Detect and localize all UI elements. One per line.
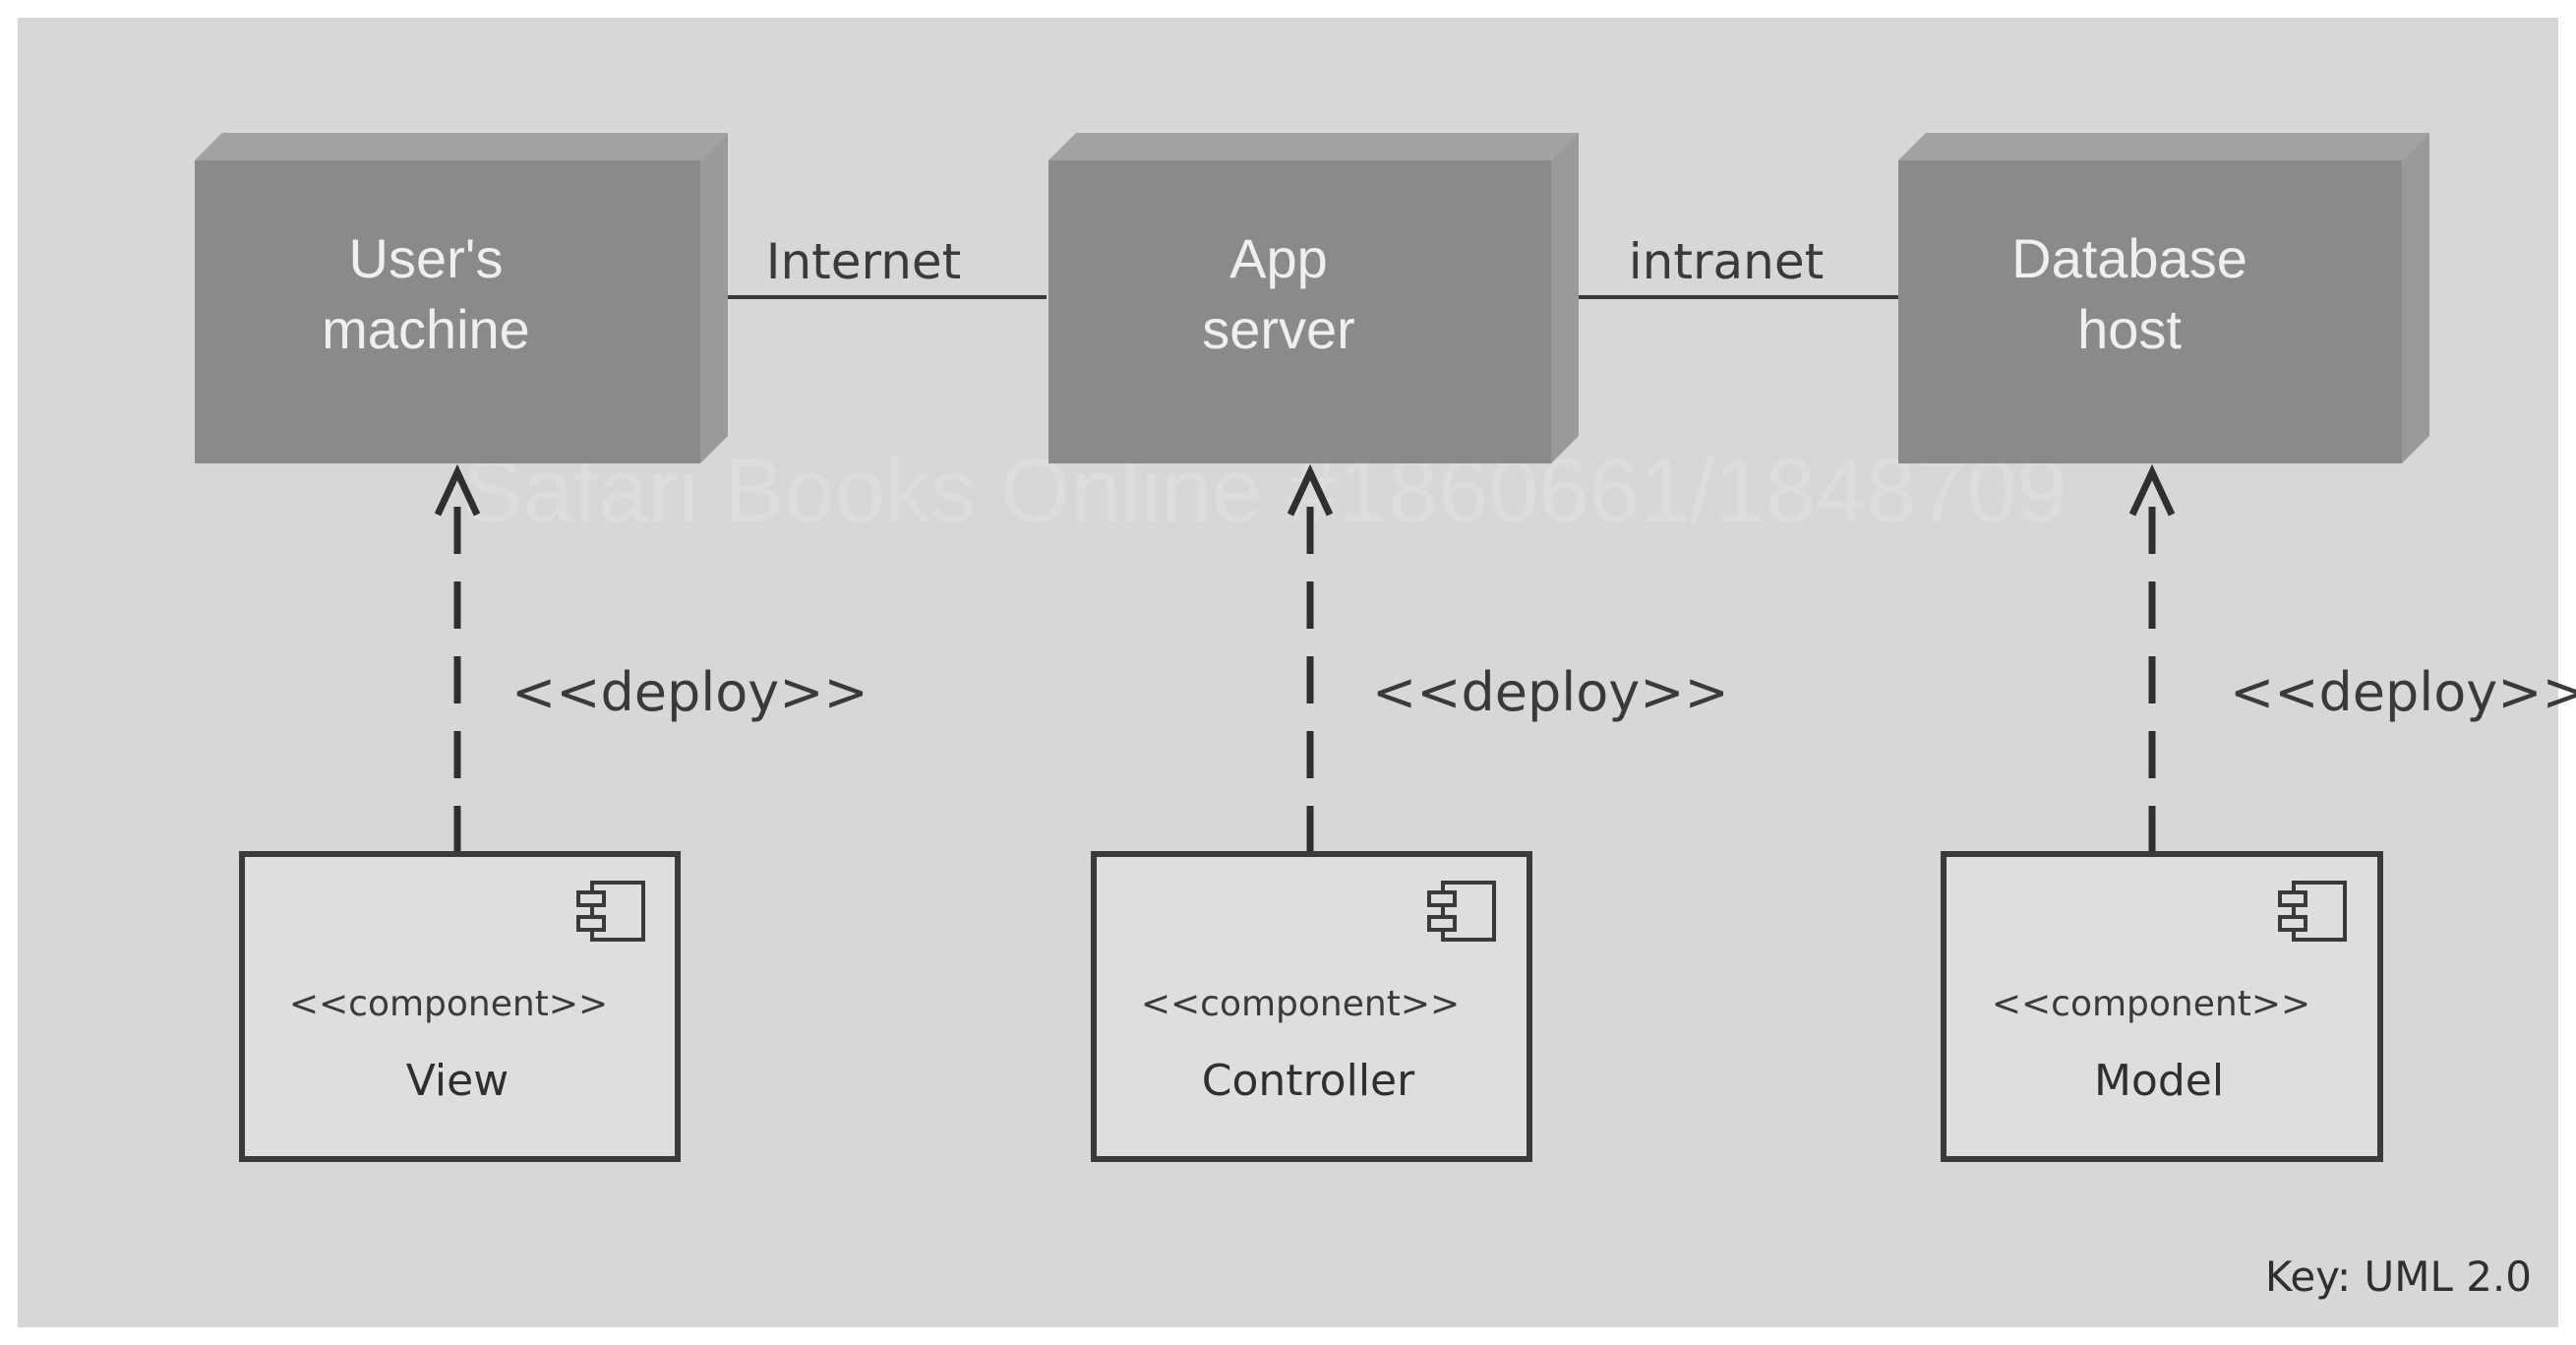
component-stereotype-controller: <<component>> [1141, 984, 1460, 1024]
component-controller: <<component>> Controller [1091, 851, 1532, 1162]
link-label-internet: Internet [766, 233, 962, 290]
diagram-key: Key: UML 2.0 [2265, 1253, 2532, 1301]
deploy-dependency-model: <<deploy>> [2128, 463, 2576, 853]
deploy-dependency-controller: <<deploy>> [1287, 463, 1729, 853]
deploy-label-model: <<deploy>> [2230, 661, 2576, 723]
component-name-model: Model [2094, 1056, 2224, 1106]
node-label-app-server-line1: App [1229, 227, 1328, 289]
deploy-label-view: <<deploy>> [511, 661, 869, 723]
node-app-server: App server [1048, 133, 1579, 463]
link-internet: Internet [728, 233, 1047, 299]
node-label-database-host-line2: host [2077, 298, 2182, 360]
component-name-view: View [406, 1056, 509, 1106]
node-label-users-machine-line2: machine [322, 298, 530, 360]
component-stereotype-view: <<component>> [289, 984, 608, 1024]
component-model: <<component>> Model [1941, 851, 2383, 1162]
node-users-machine: User's machine [195, 133, 728, 463]
node-label-database-host-line1: Database [2011, 227, 2247, 289]
node-database-host: Database host [1898, 133, 2429, 463]
node-label-app-server-line2: server [1202, 298, 1355, 360]
node-label-users-machine-line1: User's [349, 227, 504, 289]
component-stereotype-model: <<component>> [1992, 984, 2310, 1024]
link-label-intranet: intranet [1629, 233, 1824, 290]
deploy-dependency-view: <<deploy>> [434, 463, 869, 853]
component-name-controller: Controller [1202, 1056, 1415, 1106]
link-intranet: intranet [1579, 233, 1898, 299]
deploy-label-controller: <<deploy>> [1372, 661, 1729, 723]
component-view: <<component>> View [239, 851, 681, 1162]
